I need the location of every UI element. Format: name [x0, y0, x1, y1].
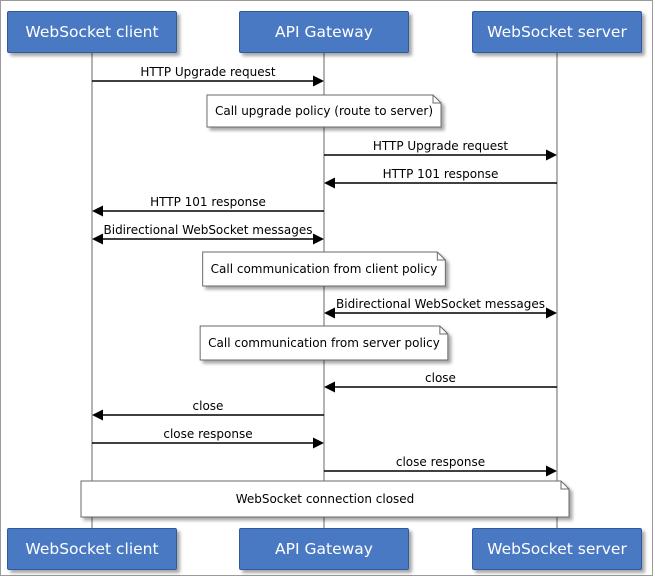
message-3: HTTP 101 response	[324, 167, 557, 189]
arrowhead	[313, 75, 324, 87]
note-13: WebSocket connection closed	[80, 480, 570, 518]
arrowhead-back	[92, 233, 103, 245]
message-2: HTTP Upgrade request	[324, 139, 557, 161]
message-label: close	[193, 399, 224, 413]
note-6: Call communication from client policy	[202, 251, 446, 287]
note-1: Call upgrade policy (route to server)	[206, 94, 442, 128]
message-label: close	[425, 371, 456, 385]
arrowhead	[92, 205, 103, 217]
participant-top-server: WebSocket server	[472, 11, 642, 53]
note-text: WebSocket connection closed	[236, 492, 415, 506]
message-7: Bidirectional WebSocket messages	[324, 297, 557, 319]
message-label: Bidirectional WebSocket messages	[104, 223, 313, 237]
arrowhead	[324, 381, 335, 393]
participant-top-gateway: API Gateway	[239, 11, 409, 53]
arrowhead	[324, 177, 335, 189]
message-5: Bidirectional WebSocket messages	[92, 223, 324, 245]
message-4: HTTP 101 response	[92, 195, 324, 217]
note-8: Call communication from server policy	[199, 325, 449, 361]
message-label: HTTP 101 response	[383, 167, 499, 181]
message-12: close response	[324, 455, 557, 477]
message-11: close response	[92, 427, 324, 449]
note-text: Call communication from server policy	[208, 336, 440, 350]
note-box	[80, 480, 570, 518]
note-box	[199, 325, 449, 361]
message-label: HTTP 101 response	[150, 195, 266, 209]
arrowhead	[313, 233, 324, 245]
note-fold	[432, 95, 442, 104]
note-text: Call upgrade policy (route to server)	[215, 104, 433, 118]
message-label: close response	[396, 455, 485, 469]
message-10: close	[92, 399, 324, 421]
message-9: close	[324, 371, 557, 393]
note-fold	[560, 481, 569, 490]
participant-bottom-server: WebSocket server	[472, 528, 642, 570]
arrowhead	[313, 437, 324, 449]
participant-bottom-gateway: API Gateway	[239, 528, 409, 570]
note-fold	[439, 326, 448, 335]
message-label: HTTP Upgrade request	[373, 139, 509, 153]
note-fold	[436, 252, 446, 261]
arrowhead	[92, 409, 103, 421]
message-0: HTTP Upgrade request	[92, 65, 324, 87]
note-box	[202, 251, 446, 287]
note-text: Call communication from client policy	[211, 262, 438, 276]
note-box	[206, 94, 442, 128]
arrowhead	[546, 465, 557, 477]
participant-top-client: WebSocket client	[7, 11, 177, 53]
arrowhead	[546, 307, 557, 319]
message-label: close response	[163, 427, 252, 441]
arrowhead-back	[324, 307, 335, 319]
arrowhead	[546, 149, 557, 161]
participant-bottom-client: WebSocket client	[7, 528, 177, 570]
message-label: Bidirectional WebSocket messages	[336, 297, 545, 311]
message-label: HTTP Upgrade request	[140, 65, 276, 79]
